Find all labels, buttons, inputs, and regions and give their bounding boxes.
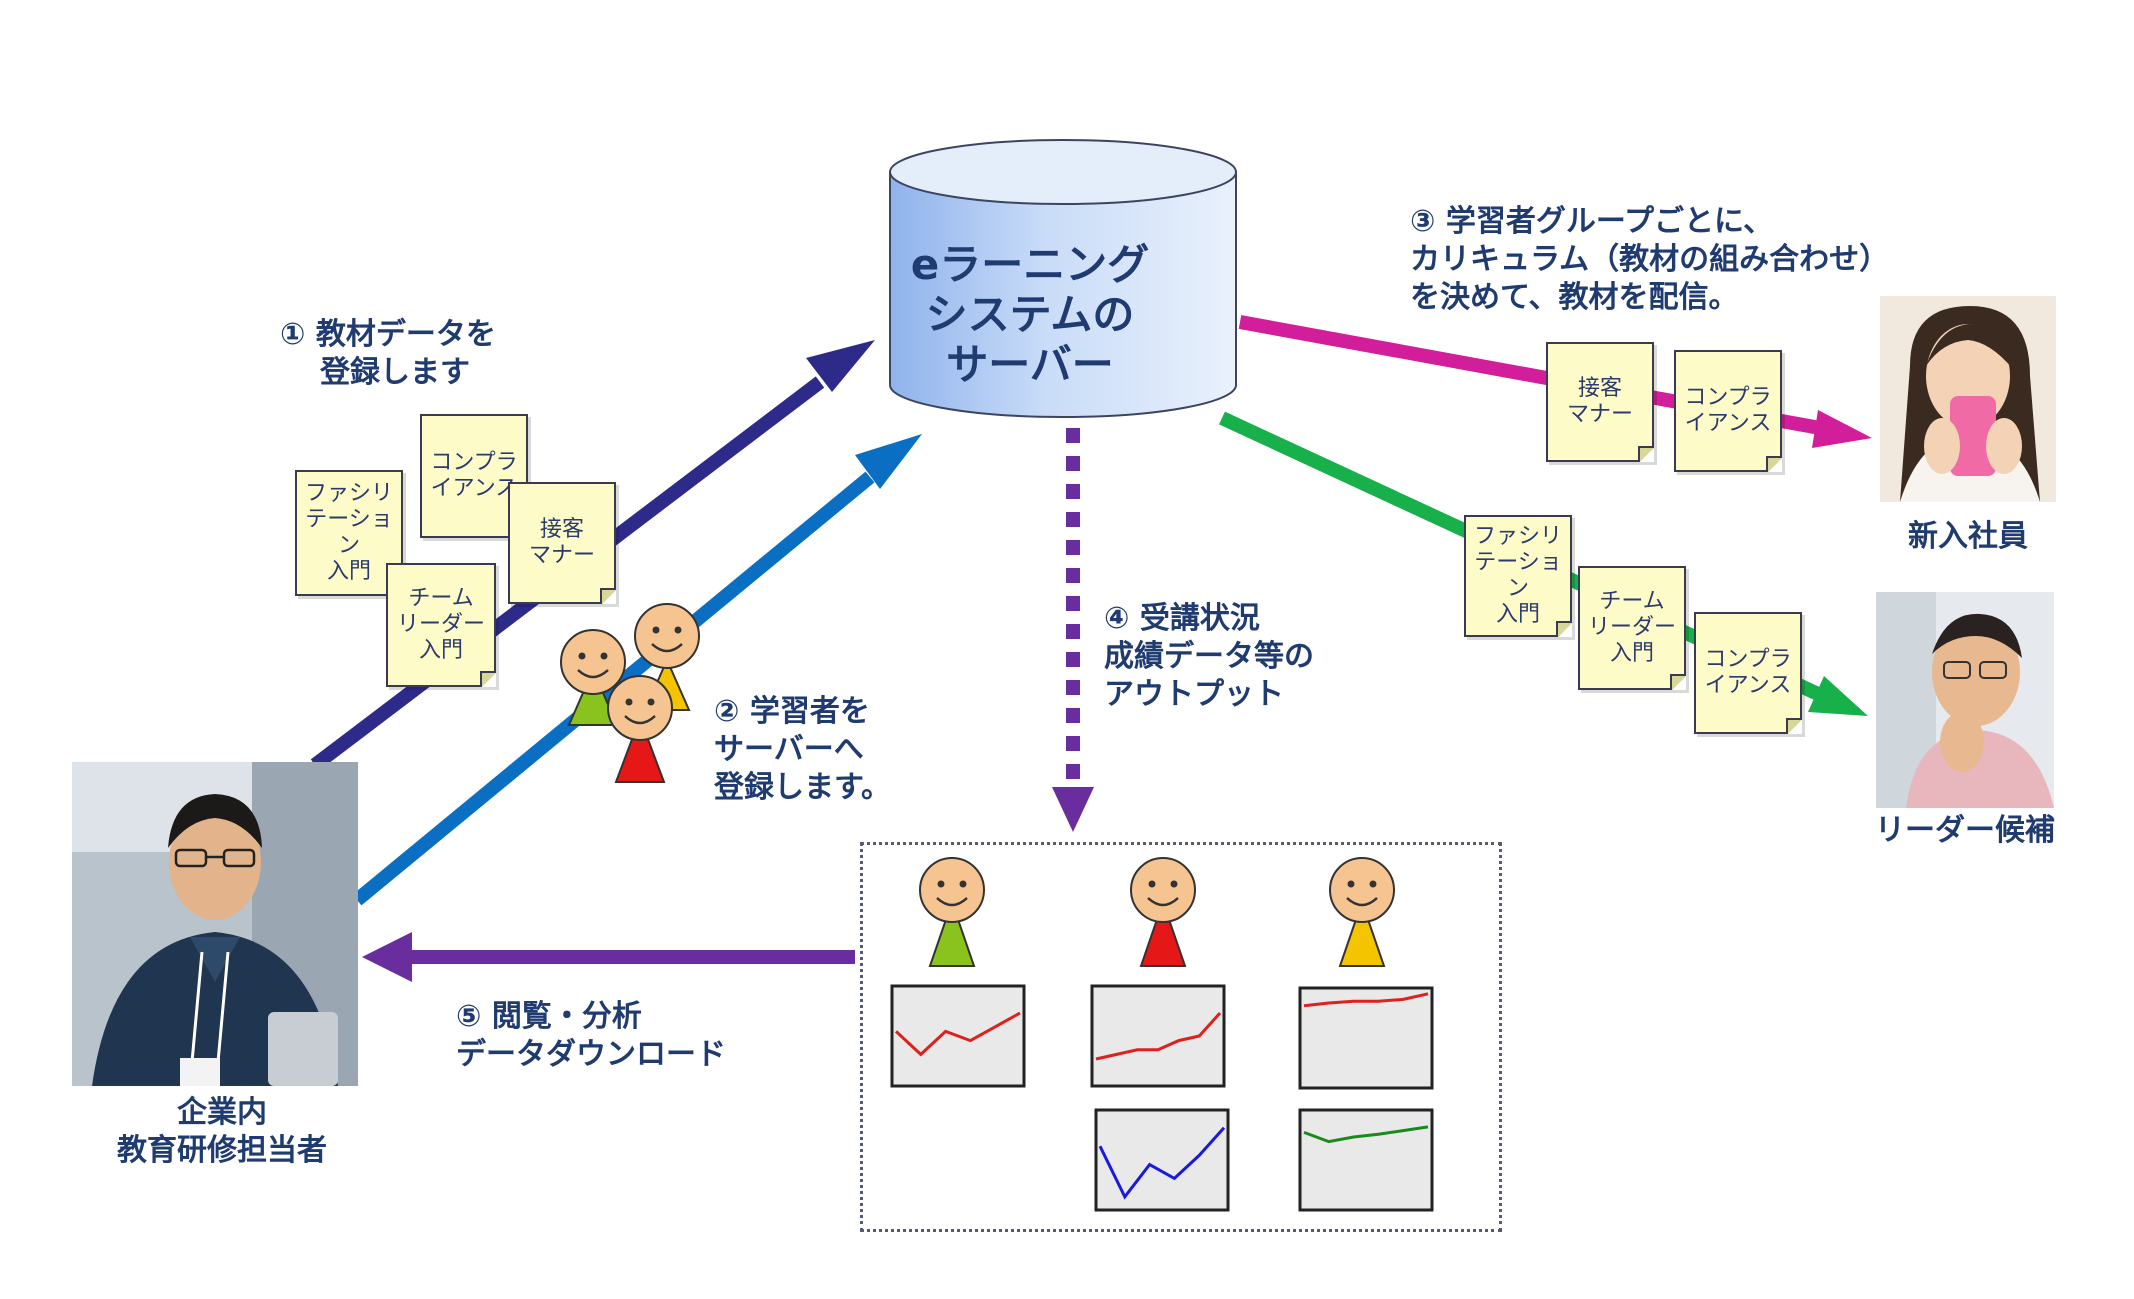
output-data-panel [860, 842, 1502, 1232]
admin-line1: 企業内 [177, 1095, 267, 1130]
step2-line3: 登録します。 [714, 770, 891, 805]
learner-c-chart-2 [1298, 1108, 1434, 1212]
new-employee-photo [1880, 296, 2056, 502]
learner-b-chart-1-line [1095, 1011, 1222, 1061]
learner-c-icon [1329, 857, 1395, 967]
learner-c-chart-2-frame [1298, 1108, 1434, 1212]
step5-line2: データダウンロード [456, 1037, 726, 1072]
learner-b-icon [1130, 857, 1196, 967]
learner-c-chart-1-line [1303, 992, 1429, 1008]
arrow-download-data [362, 932, 855, 982]
delivered-card-compliance-leader: コンプラ イアンス [1694, 612, 1802, 734]
learner-b-chart-1 [1090, 984, 1226, 1088]
step3-line3: を決めて、教材を配信。 [1410, 280, 1739, 315]
step1-line2: 登録します [320, 355, 470, 390]
new-employee-label: 新入社員 [1908, 519, 2028, 554]
learner-group [560, 603, 700, 783]
delivered-card-customer-service: 接客 マナー [1546, 342, 1654, 462]
step3-line1: ③ 学習者グループごとに、 [1410, 204, 1774, 239]
step5-label: ⑤ 閲覧・分析 データダウンロード [456, 998, 726, 1074]
step3-label: ③ 学習者グループごとに、 カリキュラム（教材の組み合わせ） を決めて、教材を配… [1410, 203, 1889, 317]
step4-line1: ④ 受講状況 [1104, 601, 1260, 636]
server-label: eラーニング システムの サーバー [910, 240, 1150, 389]
step2-line2: サーバーへ [714, 732, 864, 767]
admin-label: 企業内 教育研修担当者 [72, 1094, 372, 1170]
step4-line2: 成績データ等の [1104, 639, 1314, 674]
learner-b-chart-2-line [1098, 1126, 1226, 1200]
learner-b-chart-1-frame [1090, 984, 1226, 1088]
learner-a-chart [890, 984, 1026, 1088]
arrow-output-data [1052, 428, 1094, 832]
material-card-customer-service: 接客 マナー [508, 482, 616, 604]
delivered-card-compliance-new: コンプラ イアンス [1674, 350, 1782, 472]
delivered-card-facilitation: ファシリ テーション 入門 [1464, 515, 1572, 637]
material-card-team-leader: チーム リーダー 入門 [386, 563, 496, 687]
learner-b-chart-2 [1094, 1108, 1230, 1212]
learner-c-chart-2-line [1303, 1125, 1429, 1144]
leader-candidate-label: リーダー候補 [1875, 813, 2055, 848]
learner-a-icon [919, 857, 985, 967]
admin-photo [72, 762, 358, 1086]
step2-line1: ② 学習者を [714, 694, 870, 729]
step4-label: ④ 受講状況 成績データ等の アウトプット [1104, 600, 1314, 714]
output-charts-layer [890, 857, 1434, 1212]
step2-label: ② 学習者を サーバーへ 登録します。 [714, 693, 891, 807]
server-cylinder [889, 139, 1237, 418]
learner-icon-red [607, 675, 673, 783]
step1-label: ① 教材データを 登録します [280, 316, 496, 392]
admin-line2: 教育研修担当者 [117, 1133, 327, 1168]
leader-candidate-photo [1876, 592, 2054, 808]
learner-b-chart-2-frame [1094, 1108, 1230, 1212]
step1-line1: ① 教材データを [280, 317, 496, 352]
learner-a-chart-line [894, 1011, 1021, 1057]
delivered-card-team-leader: チーム リーダー 入門 [1578, 566, 1686, 690]
step3-line2: カリキュラム（教材の組み合わせ） [1410, 242, 1890, 277]
step4-line3: アウトプット [1104, 677, 1284, 712]
learner-c-chart-1 [1298, 986, 1434, 1090]
learner-icon-green [560, 629, 626, 726]
step5-line1: ⑤ 閲覧・分析 [456, 999, 642, 1034]
material-card-compliance: コンプラ イアンス [420, 414, 528, 538]
